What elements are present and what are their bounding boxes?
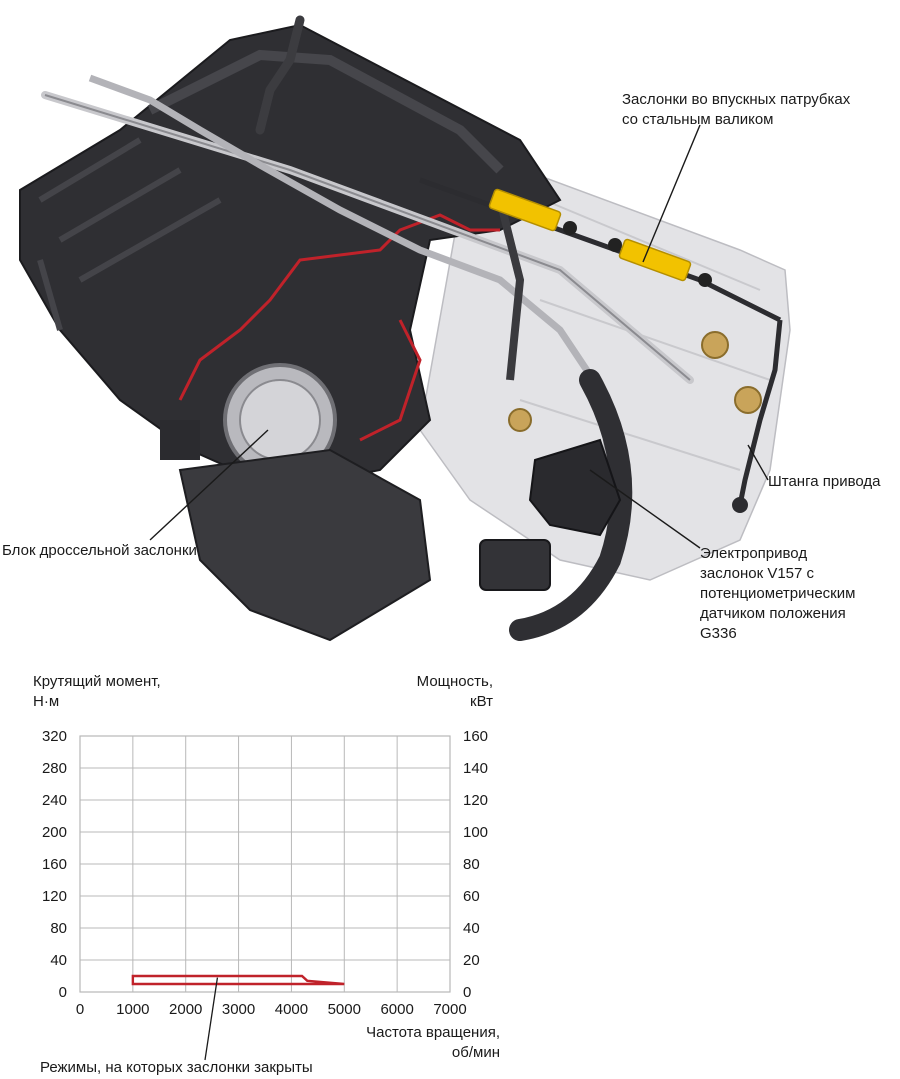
- left-tick-label: 200: [42, 824, 67, 841]
- right-axis-title-line-2: кВт: [470, 693, 493, 710]
- right-tick-label: 0: [463, 984, 471, 1001]
- label-flap-motor-line-4: датчиком положения: [700, 605, 846, 622]
- right-tick-label: 20: [463, 952, 480, 969]
- x-tick-label: 3000: [222, 1001, 255, 1018]
- label-flap-motor: Электропривод заслонок V157 с потенциоме…: [700, 544, 890, 644]
- closed-region-pointer: [204, 977, 219, 1061]
- left-tick-label: 160: [42, 856, 67, 873]
- left-tick-label: 0: [59, 984, 67, 1001]
- label-intake-flaps-line-1: Заслонки во впускных патрубках: [622, 91, 851, 108]
- x-axis-title: Частота вращения, об/мин: [300, 1023, 500, 1063]
- right-tick-label: 160: [463, 728, 488, 745]
- steel-tube: [88, 74, 614, 471]
- left-tick-label: 80: [50, 920, 67, 937]
- label-actuator-rod: Штанга привода: [768, 473, 881, 490]
- label-intake-flaps: Заслонки во впускных патрубках со стальн…: [622, 90, 892, 130]
- x-axis-title-line-1: Частота вращения,: [366, 1024, 500, 1041]
- x-tick-label: 6000: [380, 1001, 413, 1018]
- x-tick-label: 5000: [328, 1001, 361, 1018]
- actuator-rod: [737, 319, 783, 506]
- left-tick-label: 240: [42, 792, 67, 809]
- closed-region-outline: [131, 974, 345, 986]
- left-axis-title: Крутящий момент, Н·м: [33, 672, 161, 712]
- left-tick-label: 320: [42, 728, 67, 745]
- label-flap-motor-line-5: G336: [700, 625, 737, 642]
- label-flap-motor-line-3: потенциометрическим: [700, 585, 856, 602]
- x-tick-label: 7000: [433, 1001, 466, 1018]
- right-tick-label: 60: [463, 888, 480, 905]
- label-flap-motor-line-2: заслонок V157 с: [700, 565, 815, 582]
- left-axis-title-line-2: Н·м: [33, 693, 60, 710]
- cutaway-outline: [178, 213, 500, 442]
- closed-region-caption: Режимы, на которых заслонки закрыты: [40, 1059, 313, 1076]
- left-tick-label: 40: [50, 952, 67, 969]
- label-flap-motor-line-1: Электропривод: [700, 545, 808, 562]
- left-tick-label: 120: [42, 888, 67, 905]
- x-tick-label: 2000: [169, 1001, 202, 1018]
- right-tick-label: 120: [463, 792, 488, 809]
- x-tick-label: 0: [76, 1001, 84, 1018]
- right-axis-title-line-1: Мощность,: [416, 673, 493, 690]
- x-tick-label: 1000: [116, 1001, 149, 1018]
- hose: [509, 369, 633, 641]
- torque-power-chart: Крутящий момент, Н·м Мощность, кВт Часто…: [0, 660, 900, 1079]
- right-tick-label: 100: [463, 824, 488, 841]
- right-axis-title: Мощность, кВт: [400, 672, 493, 712]
- label-throttle-body: Блок дроссельной заслонки: [2, 542, 197, 559]
- x-tick-label: 4000: [275, 1001, 308, 1018]
- throttle-housing: [178, 448, 432, 642]
- right-tick-label: 40: [463, 920, 480, 937]
- manifold-body: [19, 23, 562, 492]
- right-tick-label: 140: [463, 760, 488, 777]
- left-axis-title-line-1: Крутящий момент,: [33, 673, 161, 690]
- intake-flap-1: [488, 188, 562, 232]
- right-tick-label: 80: [463, 856, 480, 873]
- label-intake-flaps-line-2: со стальным валиком: [622, 111, 774, 128]
- x-axis-title-line-2: об/мин: [451, 1044, 500, 1061]
- left-tick-label: 280: [42, 760, 67, 777]
